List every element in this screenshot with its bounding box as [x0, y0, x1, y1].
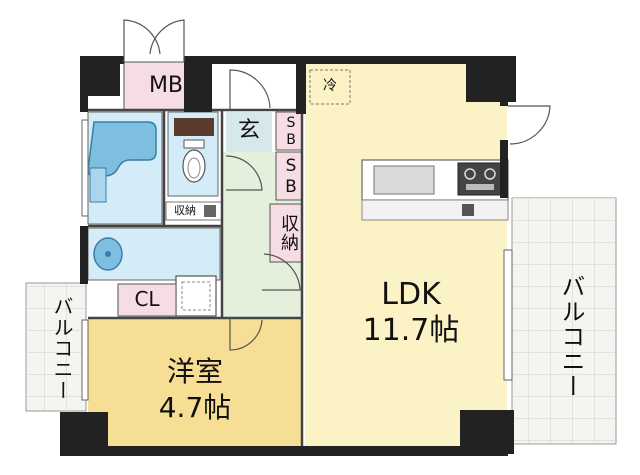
- shoe-box-upper: [275, 111, 303, 151]
- balcony-right-label: バルコニー: [557, 273, 585, 399]
- door-swings: [123, 19, 551, 351]
- mb-label: MB: [148, 73, 184, 98]
- fridge-space: [309, 69, 351, 105]
- washroom: [87, 201, 223, 317]
- entrance-box: [226, 112, 272, 152]
- western-room-floor: [88, 318, 302, 453]
- balcony-left: [25, 282, 87, 412]
- toilet: [167, 111, 219, 197]
- closet-area: [117, 283, 177, 317]
- ldk-size-label: 11.7帖: [362, 313, 460, 348]
- ldk-floor: [305, 62, 507, 453]
- western-room-label: 洋室: [166, 355, 223, 388]
- balcony-right: [511, 197, 617, 445]
- closet-label: CL: [134, 287, 160, 311]
- bathroom: [87, 111, 163, 225]
- fridge-label: 冷: [323, 78, 337, 94]
- exterior-walls: [60, 56, 516, 456]
- storage-small-label: 収納: [174, 204, 196, 217]
- entrance-label: 玄: [237, 118, 260, 143]
- ldk-label: LDK: [381, 277, 441, 312]
- western-room-size-label: 4.7帖: [158, 391, 232, 424]
- balcony-left-label: バルコニー: [50, 295, 74, 401]
- storage-label: 収納: [278, 214, 299, 252]
- shoe-box-upper-label: SB: [283, 115, 299, 149]
- shoe-box-lower: [275, 151, 303, 201]
- shoe-box-lower-label: SB: [281, 156, 301, 198]
- kitchen-counter: [361, 159, 509, 221]
- windows: [81, 119, 513, 401]
